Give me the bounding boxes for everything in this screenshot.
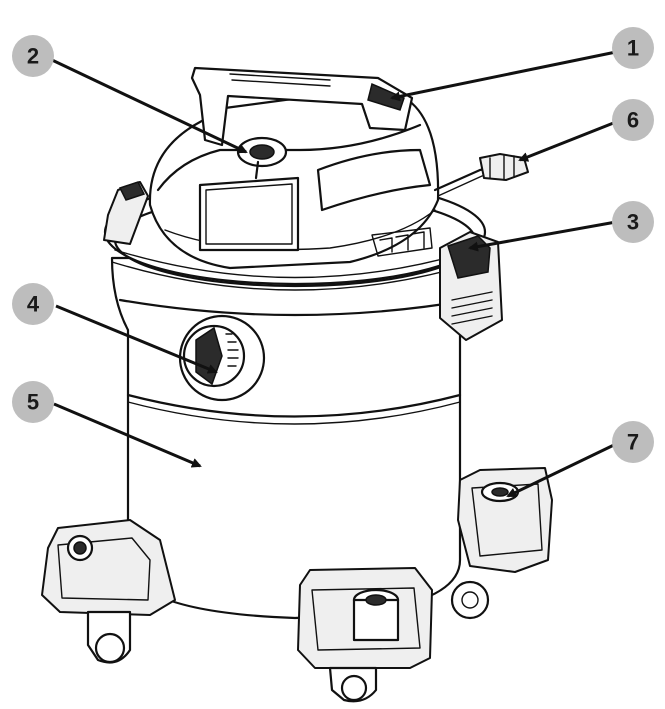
vacuum-illustration	[41, 66, 553, 703]
callout-6-label: 6	[627, 108, 639, 133]
callout-1-label: 1	[627, 36, 639, 61]
callout-5: 5	[12, 381, 54, 423]
callout-1: 1	[612, 27, 654, 69]
arrow-4	[55, 304, 218, 374]
callout-2: 2	[12, 35, 54, 77]
callout-5-label: 5	[27, 390, 39, 415]
callout-4-label: 4	[27, 292, 40, 317]
arrow-1	[390, 50, 617, 102]
arrow-5	[53, 402, 202, 468]
callout-2-label: 2	[27, 44, 39, 69]
arrow-7	[506, 442, 617, 498]
callout-4: 4	[12, 283, 54, 325]
callout-7: 7	[612, 421, 654, 463]
callout-7-label: 7	[627, 430, 639, 455]
callout-3: 3	[612, 201, 654, 243]
callout-arrows	[51, 50, 617, 498]
callout-6: 6	[612, 99, 654, 141]
arrow-3	[468, 220, 617, 252]
left-latch	[103, 181, 149, 245]
callout-3-label: 3	[627, 210, 639, 235]
front-panel	[198, 176, 300, 252]
arrow-2	[51, 58, 248, 154]
arrow-6	[518, 120, 617, 162]
